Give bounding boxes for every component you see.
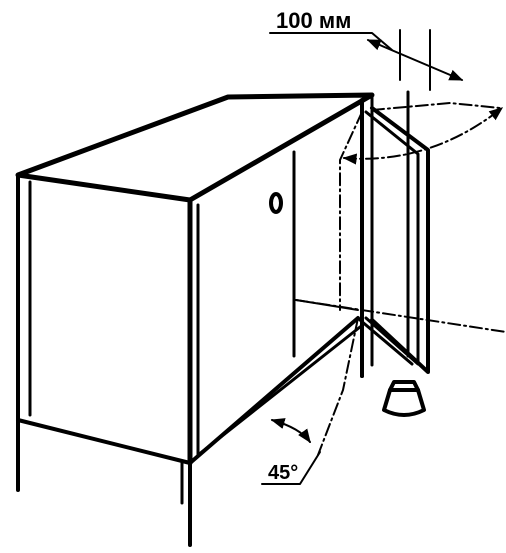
open-door — [358, 90, 430, 374]
angle-dimension: 45° — [261, 418, 321, 485]
cabinet-top — [15, 92, 375, 203]
door-top-axis — [371, 102, 501, 111]
angle-bisector — [317, 317, 359, 456]
cabinet-body — [15, 92, 375, 547]
door-stopper — [382, 380, 426, 417]
stopper-top — [388, 380, 420, 392]
floor-axis — [295, 299, 506, 333]
door-hinge-projection — [339, 111, 363, 311]
construction-lines — [295, 102, 506, 456]
angle-leader — [261, 451, 321, 485]
clearance-dimension: 100 мм — [269, 8, 464, 91]
door-panel-inner — [364, 110, 420, 366]
stopper-body — [382, 388, 426, 417]
door-bottom-line — [358, 318, 414, 366]
cabinet-bottom-front-inner — [196, 325, 362, 457]
door-swing-arc — [342, 107, 504, 165]
clearance-arrow — [366, 39, 464, 81]
cabinet-bottom-left-edge — [16, 418, 192, 465]
lock-icon — [269, 192, 283, 214]
angle-arc — [270, 418, 311, 444]
clearance-label: 100 мм — [276, 8, 351, 33]
angle-label: 45° — [268, 462, 298, 484]
